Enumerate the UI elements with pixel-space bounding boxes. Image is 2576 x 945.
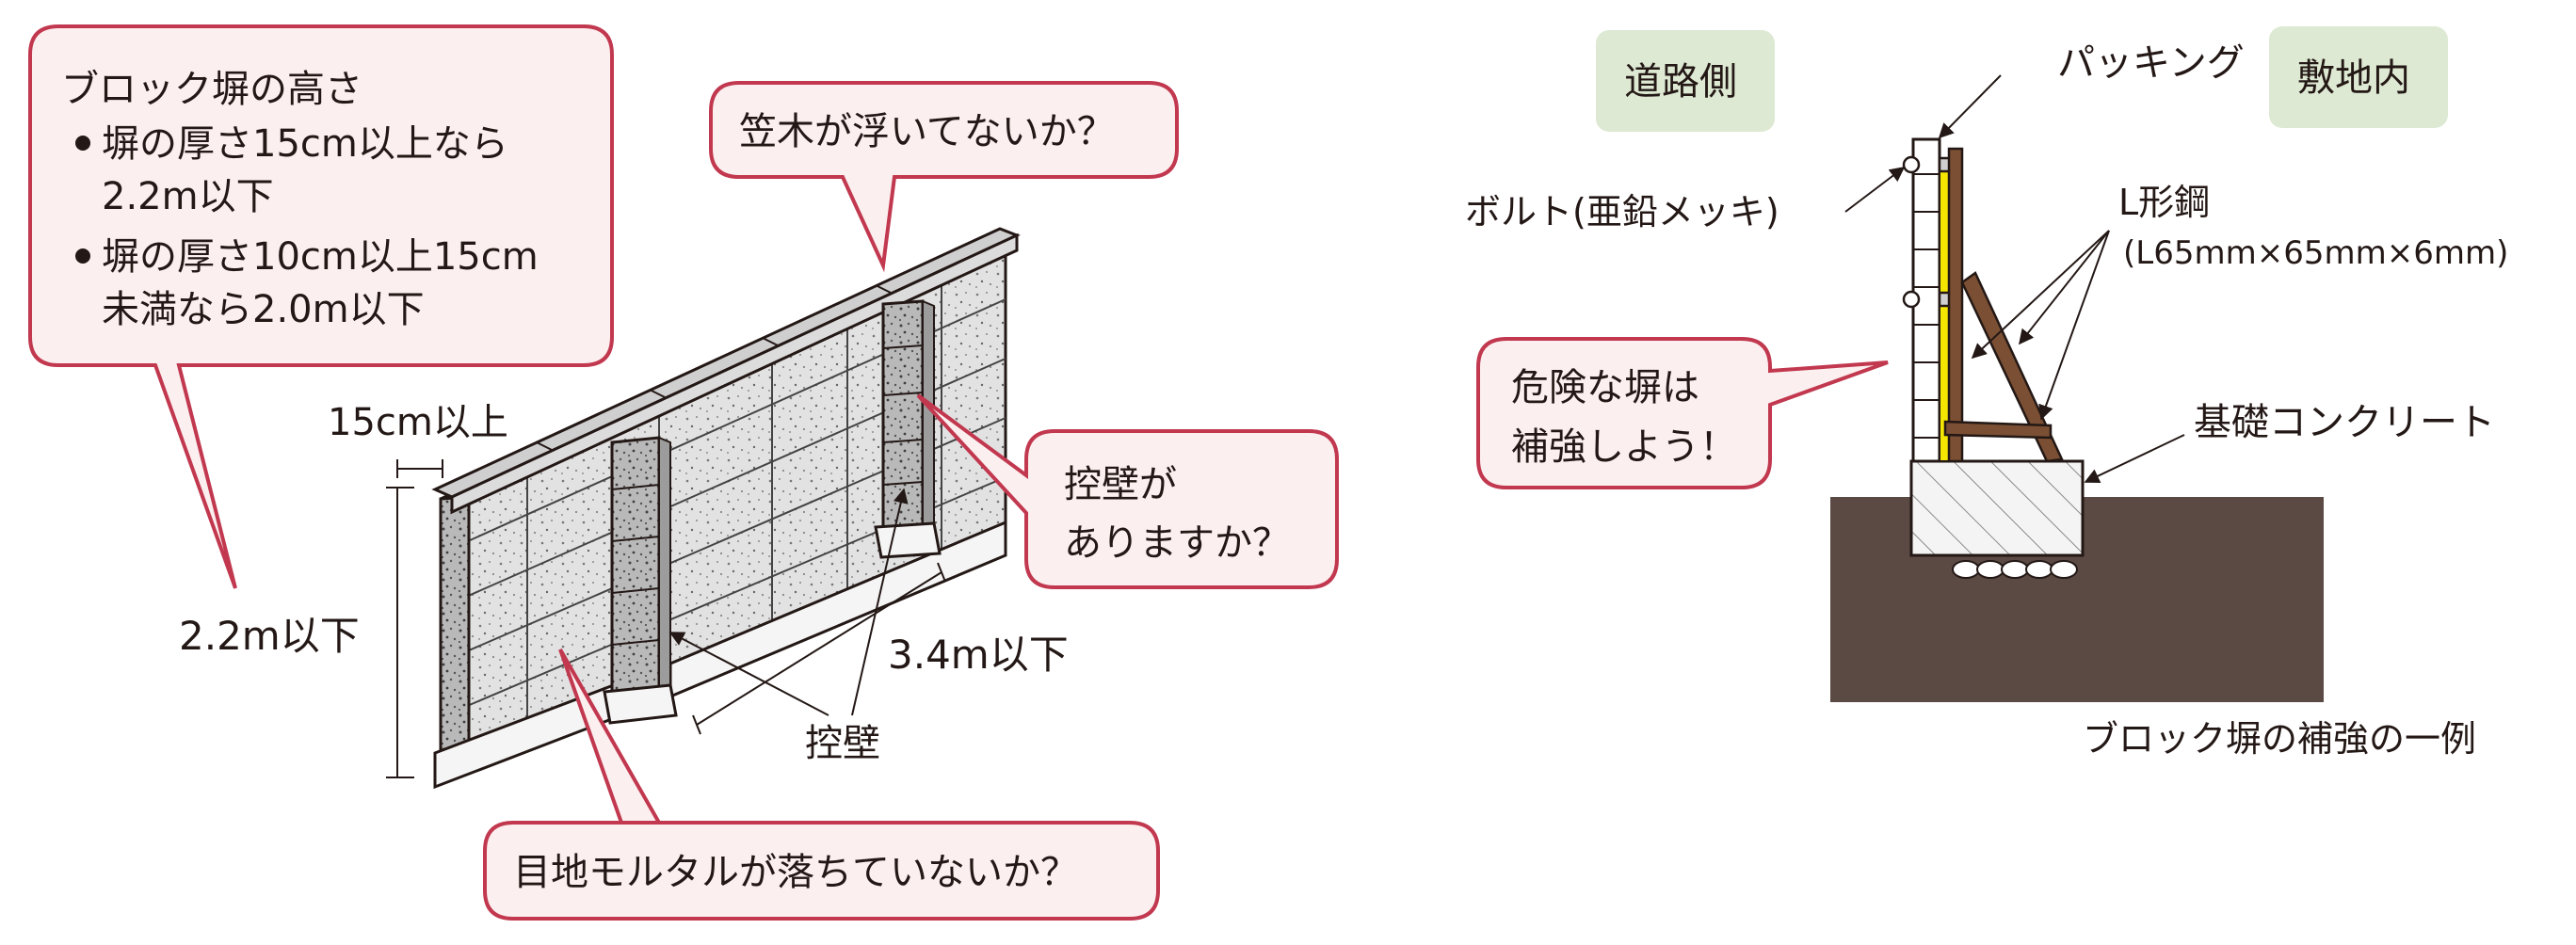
height-rule-item1-line2: 2.2m以下 xyxy=(102,175,274,218)
foundation-label: 基礎コンクリート xyxy=(2194,401,2495,444)
buttress-question-line1: 控壁が xyxy=(1064,463,1177,506)
height-rule-title: ブロック塀の高さ xyxy=(61,68,362,111)
bullet-icon xyxy=(75,136,90,151)
height-rule-item2-line1: 塀の厚さ10cm以上15cm xyxy=(102,235,539,279)
block-wall xyxy=(431,227,1021,790)
angle-steel xyxy=(1943,147,2064,463)
road-side-tag: 道路側 xyxy=(1596,30,1775,132)
coping-question: 笠木が浮いてないか？ xyxy=(739,110,1115,153)
packing-strip xyxy=(1939,159,1950,462)
bullet-icon xyxy=(75,248,90,264)
angle-steel-label: L形鋼 xyxy=(2118,182,2210,223)
reinforce-callout-line2: 補強しよう！ xyxy=(1511,425,1737,469)
packing-label: パッキング xyxy=(2057,41,2245,85)
thickness-label: 15cm以上 xyxy=(328,401,508,444)
height-rule-callout: ブロック塀の高さ 塀の厚さ15cm以上なら 2.2m以下 塀の厚さ10cm以上1… xyxy=(28,24,614,589)
foundation-concrete xyxy=(1909,459,2085,557)
reinforce-callout: 危険な塀は 補強しよう！ xyxy=(1476,337,1889,489)
bolt-label: ボルト(亜鉛メッキ) xyxy=(1465,191,1779,232)
reinforce-callout-line1: 危険な塀は xyxy=(1511,366,1699,409)
figure-caption: ブロック塀の補強の一例 xyxy=(2083,718,2476,760)
buttress-label: 控壁 xyxy=(805,722,880,765)
dimension-lines xyxy=(386,459,946,778)
height-label: 2.2m以下 xyxy=(179,613,360,659)
mortar-callout: 目地モルタルが落ちていないか？ xyxy=(483,649,1160,921)
gravel-layer xyxy=(1952,560,2078,579)
buttress-pointer-lines xyxy=(668,488,909,716)
svg-text:敷地内: 敷地内 xyxy=(2297,56,2410,100)
buttress-callout: 控壁が ありますか？ xyxy=(916,393,1339,589)
height-rule-item2-line2: 未満なら2.0m以下 xyxy=(102,288,425,331)
spacing-label: 3.4m以下 xyxy=(888,632,1069,678)
buttress-question-line2: ありますか？ xyxy=(1064,521,1290,565)
height-rule-item1-line1: 塀の厚さ15cm以上なら xyxy=(102,122,508,166)
pointer-arrows xyxy=(1844,74,2185,484)
angle-steel-size: (L65mm×65mm×6mm) xyxy=(2123,234,2508,272)
svg-text:道路側: 道路側 xyxy=(1624,60,1737,104)
coping-callout: 笠木が浮いてないか？ xyxy=(709,81,1179,273)
site-side-tag: 敷地内 xyxy=(2269,26,2448,128)
mortar-question: 目地モルタルが落ちていないか？ xyxy=(513,851,1078,894)
